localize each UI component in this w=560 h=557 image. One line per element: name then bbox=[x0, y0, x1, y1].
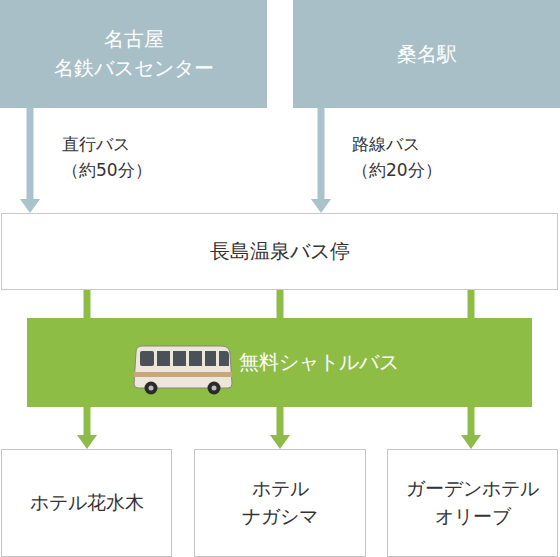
edge-label: 直行バス （約50分） bbox=[62, 132, 162, 183]
node-text: 長島温泉バス停 bbox=[210, 237, 350, 266]
node-text: ホテル花水木 bbox=[30, 489, 144, 517]
node-text: 無料シャトルバス bbox=[239, 348, 399, 377]
bus-stop-box: 長島温泉バス停 bbox=[1, 213, 558, 290]
connector-arrow bbox=[318, 108, 325, 199]
connector-arrow bbox=[277, 290, 284, 318]
node-text: ホテル ナガシマ bbox=[230, 475, 330, 530]
node-text: 名古屋 名鉄バスセンター bbox=[46, 25, 221, 83]
connector-arrow bbox=[468, 290, 475, 318]
hotel-box: ホテル ナガシマ bbox=[194, 449, 366, 557]
hotel-box: ガーデンホテル オリーブ bbox=[387, 449, 558, 557]
node-text: ガーデンホテル オリーブ bbox=[398, 475, 548, 530]
origin-box: 名古屋 名鉄バスセンター bbox=[0, 0, 267, 108]
connector-arrow bbox=[84, 407, 91, 435]
edge-label: 路線バス （約20分） bbox=[352, 132, 452, 183]
connector-arrow bbox=[277, 407, 284, 435]
shuttle-band: 無料シャトルバス bbox=[27, 318, 532, 407]
node-text: 桑名駅 bbox=[397, 40, 457, 69]
origin-box: 桑名駅 bbox=[293, 0, 560, 108]
connector-arrow bbox=[468, 407, 475, 435]
hotel-box: ホテル花水木 bbox=[1, 449, 172, 557]
connector-arrow bbox=[84, 290, 91, 318]
connector-arrow bbox=[27, 108, 34, 199]
